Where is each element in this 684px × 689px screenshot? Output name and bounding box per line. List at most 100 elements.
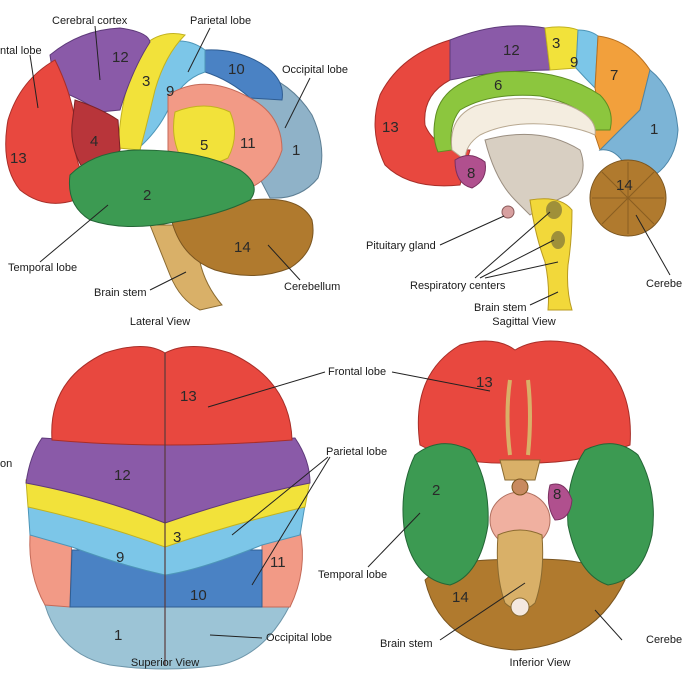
sagittal-number-6: 6 — [494, 77, 502, 94]
inferior-number-14: 14 — [452, 589, 469, 606]
label-stray-on: on — [0, 458, 13, 470]
label-temporal-lobe-lateral: Temporal lobe — [8, 262, 78, 274]
label-parietal-lobe-superior: Parietal lobe — [326, 446, 388, 458]
inferior-brain-illustration: 13 2 8 14 — [367, 340, 654, 651]
lateral-number-14: 14 — [234, 239, 251, 256]
superior-region-1 — [44, 604, 291, 670]
inferior-view-panel: 13 2 8 14 Frontal lobe Parietal lobe Tem… — [318, 335, 684, 684]
label-pituitary-gland: Pituitary gland — [366, 240, 436, 252]
label-cerebral-cortex: Cerebral cortex — [52, 15, 128, 27]
label-cerebellum-partial-sagittal: Cerebe — [646, 278, 683, 290]
leader-pituitary — [439, 215, 505, 246]
sagittal-brain-illustration: 12 3 9 7 6 1 13 8 14 — [374, 25, 679, 311]
inferior-number-2: 2 — [432, 482, 440, 499]
label-temporal-lobe-inferior: Temporal lobe — [318, 569, 388, 581]
lateral-number-5: 5 — [200, 137, 208, 154]
leader-respiratory-1 — [474, 211, 551, 279]
sagittal-view-panel: 12 3 9 7 6 1 13 8 14 Pituitary gland Res… — [340, 0, 684, 335]
lateral-region-2 — [68, 149, 255, 227]
leader-occipital-lateral — [284, 77, 311, 129]
label-brain-stem-inferior: Brain stem — [380, 638, 433, 650]
label-brain-stem-sagittal: Brain stem — [474, 302, 527, 314]
lateral-number-13: 13 — [10, 150, 27, 167]
label-cerebellum-partial-inferior: Cerebe — [646, 634, 683, 646]
lateral-number-12: 12 — [112, 49, 129, 66]
sagittal-number-1: 1 — [650, 121, 658, 138]
superior-number-9: 9 — [116, 549, 124, 566]
lateral-number-1: 1 — [292, 142, 300, 159]
label-frontal-lobe-partial: ntal lobe — [0, 45, 42, 57]
label-parietal-lobe-lateral: Parietal lobe — [190, 15, 252, 27]
sagittal-number-12: 12 — [503, 42, 520, 59]
leader-occipital-superior — [209, 634, 263, 639]
sagittal-number-14: 14 — [616, 177, 633, 194]
leader-frontal-superior — [207, 371, 326, 408]
leader-frontal-lateral — [29, 54, 39, 109]
inferior-number-13: 13 — [476, 374, 493, 391]
lateral-brain-illustration: 12 3 9 10 4 5 11 1 13 2 14 — [5, 25, 323, 311]
leader-temporal-lateral — [39, 204, 109, 263]
inferior-brain-stem — [496, 529, 544, 611]
leader-brainstem-inferior — [439, 582, 526, 641]
superior-number-12: 12 — [114, 467, 131, 484]
leader-parietal-lateral — [187, 27, 211, 73]
leader-cerebellum-sagittal — [635, 214, 671, 276]
leader-respiratory-2 — [479, 239, 555, 279]
lateral-region-5 — [173, 105, 235, 165]
label-frontal-lobe-inferior: Frontal lobe — [328, 366, 387, 378]
superior-number-13: 13 — [180, 388, 197, 405]
sagittal-number-13: 13 — [382, 119, 399, 136]
leader-temporal-inferior — [367, 512, 421, 568]
lateral-number-4: 4 — [90, 133, 98, 150]
sagittal-corpus-callosum — [450, 98, 596, 162]
sagittal-brain-stem — [529, 198, 573, 311]
superior-number-11: 11 — [270, 554, 286, 571]
lateral-number-9: 9 — [166, 83, 174, 100]
superior-number-1: 1 — [114, 627, 122, 644]
label-occipital-lobe-superior: Occipital lobe — [266, 632, 333, 644]
superior-region-11-right — [261, 529, 303, 608]
sagittal-region-8 — [454, 155, 486, 189]
label-cerebellum-lateral: Cerebellum — [284, 281, 341, 293]
sagittal-midbrain — [484, 133, 584, 216]
inferior-olfactory-tract-right — [526, 379, 532, 456]
leader-respiratory-3 — [484, 261, 559, 279]
lateral-region-10 — [204, 49, 283, 101]
sagittal-number-9: 9 — [570, 54, 578, 71]
leader-brainstem-sagittal — [529, 291, 559, 306]
sagittal-number-8: 8 — [467, 165, 475, 182]
lateral-region-12 — [49, 27, 151, 113]
leader-cerebellum-lateral — [267, 244, 301, 281]
lateral-view-panel: 12 3 9 10 4 5 11 1 13 2 14 ntal lobe Cer… — [0, 0, 360, 335]
leader-cerebellum-inferior — [594, 609, 623, 641]
caption-sagittal-view: Sagittal View — [492, 316, 556, 328]
leader-frontal-inferior — [391, 371, 491, 392]
inferior-region-2-right — [567, 443, 654, 586]
inferior-olfactory-tract-left — [505, 379, 512, 456]
lateral-number-11: 11 — [240, 135, 256, 152]
lateral-number-3: 3 — [142, 73, 150, 90]
inferior-region-8 — [547, 483, 573, 521]
sagittal-number-7: 7 — [610, 67, 618, 84]
label-occipital-lobe-lateral: Occipital lobe — [282, 64, 349, 76]
caption-lateral-view: Lateral View — [129, 316, 191, 328]
leader-brainstem-lateral — [149, 271, 187, 291]
label-brain-stem-lateral: Brain stem — [94, 287, 147, 299]
inferior-number-8: 8 — [553, 486, 561, 503]
caption-inferior-view: Inferior View — [509, 657, 571, 669]
leader-cortex-lateral — [94, 25, 101, 81]
sagittal-pituitary — [501, 205, 515, 219]
superior-view-panel: 13 12 3 9 11 10 1 on Occipital lobe Supe… — [0, 335, 360, 684]
lateral-number-2: 2 — [143, 187, 151, 204]
sagittal-region-9 — [575, 29, 599, 90]
sagittal-number-3: 3 — [552, 35, 560, 52]
leader-parietal-superior-1 — [231, 456, 329, 536]
inferior-optic-chiasm — [499, 459, 541, 481]
label-respiratory-centers: Respiratory centers — [410, 280, 506, 292]
superior-brain-illustration: 13 12 3 9 11 10 1 — [25, 346, 331, 670]
superior-region-13 — [51, 346, 293, 446]
lateral-number-10: 10 — [228, 61, 245, 78]
superior-number-3: 3 — [173, 529, 181, 546]
superior-number-10: 10 — [190, 587, 207, 604]
superior-region-11-left — [29, 529, 73, 608]
